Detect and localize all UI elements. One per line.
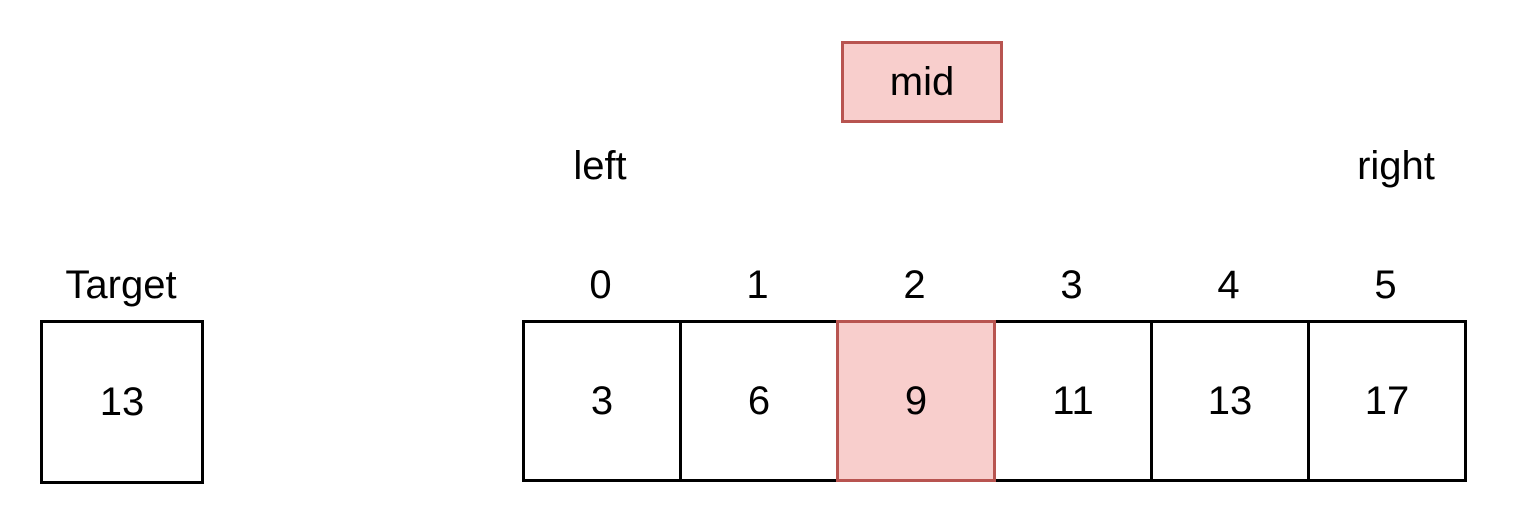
array-cell-value: 9	[904, 378, 928, 423]
array-cell-value: 6	[747, 378, 771, 423]
mid-label: mid	[889, 59, 955, 104]
array-index: 5	[1374, 263, 1397, 307]
array-indices: 0 1 2 3 4 5	[522, 265, 1464, 305]
array-cell: 6	[679, 320, 839, 482]
sorted-array: 3 6 9 11 13 17	[522, 320, 1467, 482]
target-label: Target	[65, 263, 177, 307]
array-index: 4	[1217, 263, 1240, 307]
array-index: 0	[589, 263, 612, 307]
right-pointer-label: right	[1357, 144, 1435, 188]
array-index: 1	[746, 263, 769, 307]
array-cell-value: 17	[1364, 378, 1410, 423]
array-cell-value: 13	[1207, 378, 1253, 423]
array-cell: 17	[1307, 320, 1467, 482]
array-cell: 9	[836, 320, 996, 482]
array-cell-value: 11	[1052, 378, 1094, 423]
target-box: 13	[40, 320, 204, 484]
left-pointer-label: left	[573, 144, 627, 188]
array-cell: 11	[993, 320, 1153, 482]
array-cell: 13	[1150, 320, 1310, 482]
target-value: 13	[99, 379, 145, 424]
array-index: 2	[903, 263, 926, 307]
array-cell: 3	[522, 320, 682, 482]
mid-pointer-box: mid	[841, 41, 1003, 123]
array-index: 3	[1060, 263, 1083, 307]
array-cell-value: 3	[590, 378, 614, 423]
